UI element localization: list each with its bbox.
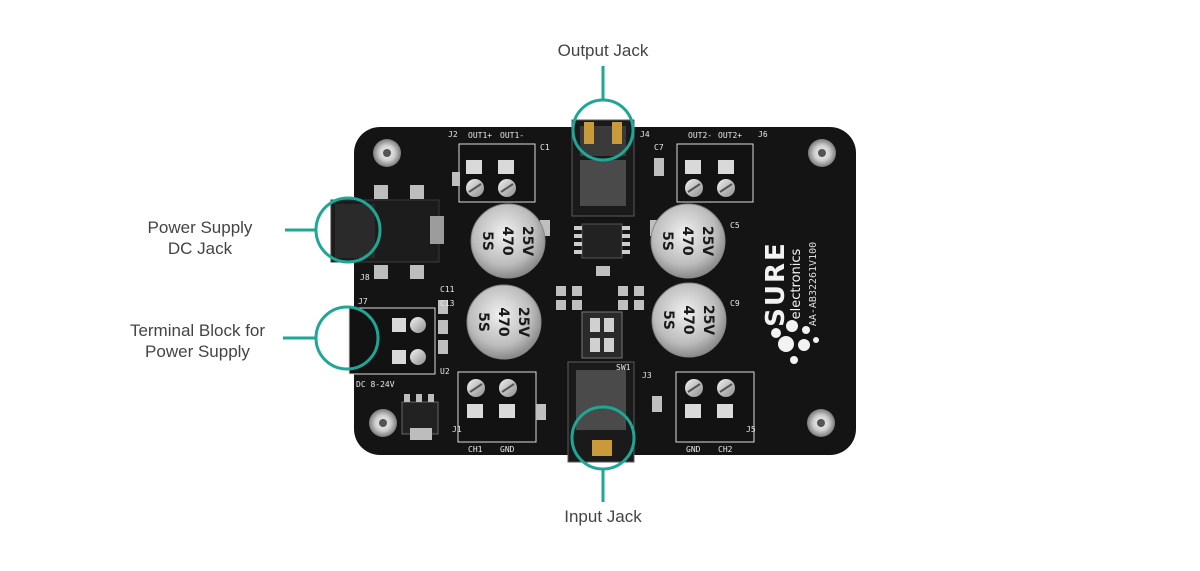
input-audio-jack [567,361,635,463]
brand-logo: SURE electronics AA-AB32261V100 [761,241,819,327]
voltage-regulator [401,394,439,440]
power-dc-jack-label: Power Supply DC Jack [120,217,280,259]
silk-voltage: DC 8-24V [356,380,395,389]
silk-ref-j1: J1 [452,425,462,434]
silk-ref-j7: J7 [358,297,368,306]
silk-ref-c13: C13 [440,299,455,308]
silk-ref-c1: C1 [540,143,550,152]
terminal-block-j2 [458,143,536,203]
output-jack-marker [571,98,635,162]
silk-ref-sw1: SW1 [616,363,631,372]
terminal-block-label-line2: Power Supply [145,342,250,361]
silk-ref-j6: J6 [758,130,768,139]
silk-j1-pin2: GND [500,445,515,454]
capacitor-value-text: 470 [679,226,695,255]
capacitor-series-text: 5S [479,231,495,251]
silk-ref-u2: U2 [440,367,450,376]
capacitor-voltage-text: 25V [700,305,716,335]
capacitor-bottom-left: 25V 470 5S [466,284,542,360]
output-jack-label-text: Output Jack [557,41,649,60]
mounting-hole-bottom-left [369,409,397,437]
mounting-hole-top-left [373,139,401,167]
dip-switch [581,311,623,359]
brand-sub-text: electronics [789,248,804,319]
silk-ref-c11: C11 [440,285,455,294]
capacitor-voltage-text: 25V [519,226,535,256]
terminal-block-marker [314,305,380,371]
dc-jack-marker [314,196,382,264]
amplifier-ic [574,223,630,259]
silk-j2-pin1: OUT1+ [468,131,492,140]
silk-ref-c7: C7 [654,143,664,152]
capacitor-series-text: 5S [475,312,491,332]
capacitor-top-right: 25V 470 5S [650,203,726,279]
terminal-block-label-line1: Terminal Block for [129,321,266,340]
terminal-block-label: Terminal Block for Power Supply [115,320,280,362]
input-jack-label-text: Input Jack [564,507,642,526]
brand-dots [771,320,819,364]
silk-ref-j5: J5 [746,425,756,434]
part-number-text: AA-AB32261V100 [808,242,819,326]
power-dc-jack-label-line2: DC Jack [167,239,233,258]
capacitor-voltage-text: 25V [699,226,715,256]
silk-ref-j8: J8 [360,273,370,282]
brand-text: SURE [761,241,791,327]
capacitor-value-text: 470 [680,305,696,334]
capacitor-voltage-text: 25V [515,307,531,337]
output-audio-jack [571,119,635,217]
terminal-block-j5 [675,371,755,443]
capacitor-series-text: 5S [659,231,675,251]
output-jack-label: Output Jack [533,40,673,61]
capacitor-top-left: 25V 470 5S [470,203,546,279]
callout-markers [283,66,636,502]
capacitor-series-text: 5S [660,310,676,330]
silk-j6-pin2: OUT2+ [718,131,742,140]
silk-ref-c9: C9 [730,299,740,308]
dc-power-jack [330,185,444,279]
capacitor-value-text: 470 [499,226,515,255]
terminal-block-j1 [457,371,537,443]
silk-j5-pin1: GND [686,445,701,454]
terminal-block-j6 [676,143,754,203]
input-jack-label: Input Jack [533,506,673,527]
silk-j6-pin1: OUT2- [688,131,712,140]
mounting-hole-bottom-right [807,409,835,437]
silk-j1-pin1: CH1 [468,445,483,454]
silk-j2-pin2: OUT1- [500,131,524,140]
silk-ref-j3: J3 [642,371,652,380]
mounting-hole-top-right [808,139,836,167]
capacitor-bottom-right: 25V 470 5S [651,282,727,358]
silk-j5-pin2: CH2 [718,445,733,454]
silk-ref-j4: J4 [640,130,650,139]
power-dc-jack-label-line1: Power Supply [147,218,253,237]
silk-ref-j2: J2 [448,130,458,139]
silk-ref-c5: C5 [730,221,740,230]
capacitor-value-text: 470 [495,307,511,336]
